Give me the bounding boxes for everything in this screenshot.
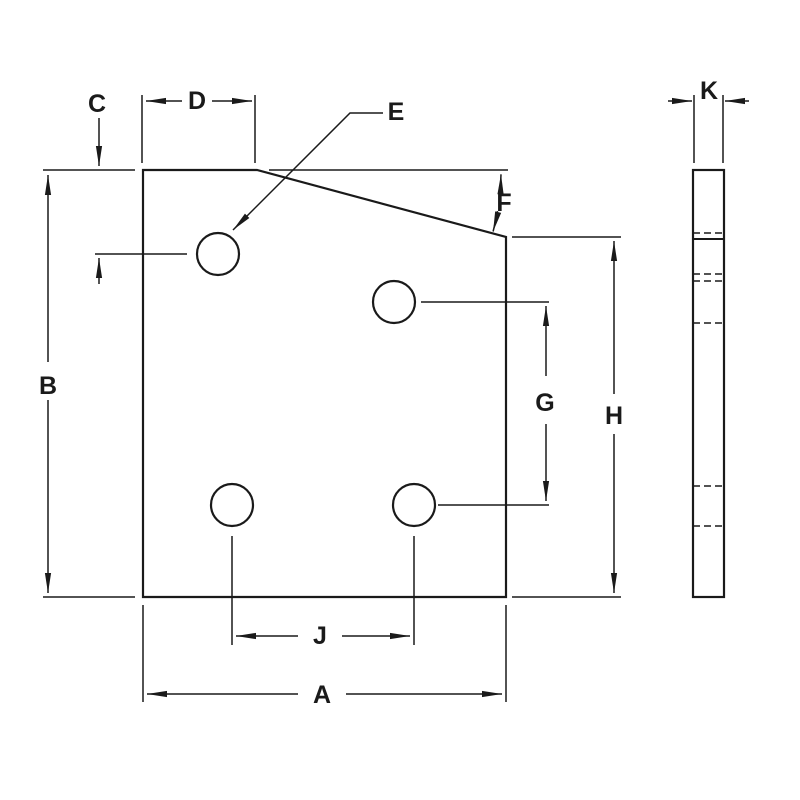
angle-arc-f-lower (492, 210, 502, 232)
dim-label-right-hole-spacing: G (535, 389, 554, 417)
dim-label-hole-callout: E (388, 98, 405, 126)
hole-bottom-right (391, 482, 437, 528)
hole-top-left (195, 231, 241, 277)
extension-lines (43, 95, 621, 702)
dim-label-right-edge-height: H (605, 402, 623, 430)
dim-label-thickness: K (700, 77, 718, 105)
side-view-outline (691, 168, 726, 599)
drawing-linework (43, 95, 749, 702)
dim-label-top-edge-width: D (188, 87, 206, 115)
leader-line-e (232, 112, 383, 231)
hole-top-right (371, 279, 417, 325)
plate-outline (141, 168, 508, 599)
dim-label-bottom-hole-spacing: J (313, 622, 327, 650)
dim-label-overall-height: B (39, 372, 57, 400)
dim-label-top-hole-offset: C (88, 90, 106, 118)
angle-arc-f-upper (497, 174, 504, 195)
dimension-labels: A B C D E F G H J K (39, 77, 718, 709)
dim-label-corner-angle: F (496, 189, 511, 217)
dim-label-overall-width: A (313, 681, 331, 709)
hole-bottom-left (209, 482, 255, 528)
extension-lines-k (693, 95, 724, 163)
side-view-hidden-hole-lines (693, 232, 724, 527)
